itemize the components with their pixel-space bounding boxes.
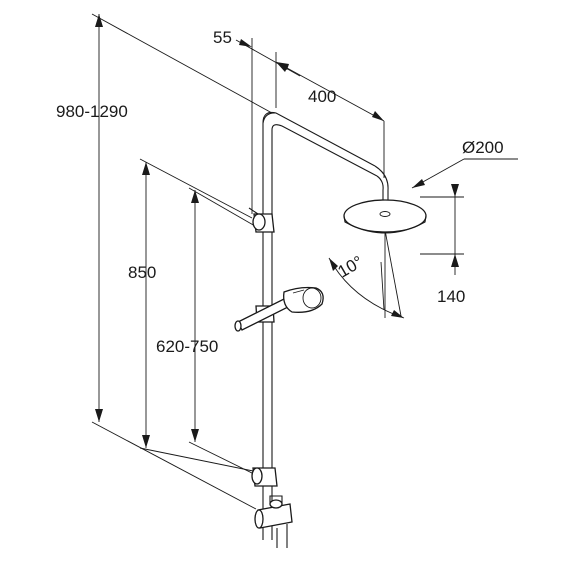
lower-wall-bracket (251, 467, 278, 487)
handshower-height-label: 620-750 (156, 337, 218, 356)
arm-length-label: 400 (308, 87, 336, 106)
upper-wall-bracket (248, 207, 275, 233)
total-height-label: 980-1290 (56, 102, 128, 121)
head-diameter-label: Ø200 (462, 138, 504, 157)
dimension-rail-height: 850 (128, 158, 259, 473)
rail-height-label: 850 (128, 263, 156, 282)
dimension-handshower-height: 620-750 (156, 187, 263, 477)
dimension-head-drop: 140 (420, 184, 465, 306)
shower-riser-pipe (262, 111, 389, 540)
dimension-total-height: 980-1290 (56, 13, 273, 510)
overhead-shower-head (343, 199, 427, 234)
dimension-head-diameter: Ø200 (411, 138, 518, 189)
hand-shower (234, 286, 324, 332)
dimension-arm-length: 400 (275, 61, 385, 178)
dimension-tilt-angle: 10° (328, 229, 405, 319)
wall-offset-label: 55 (213, 28, 232, 47)
dimension-wall-offset: 55 (213, 28, 301, 214)
tilt-angle-label: 10° (335, 252, 367, 281)
head-drop-label: 140 (437, 287, 465, 306)
diverter-valve (254, 495, 293, 548)
